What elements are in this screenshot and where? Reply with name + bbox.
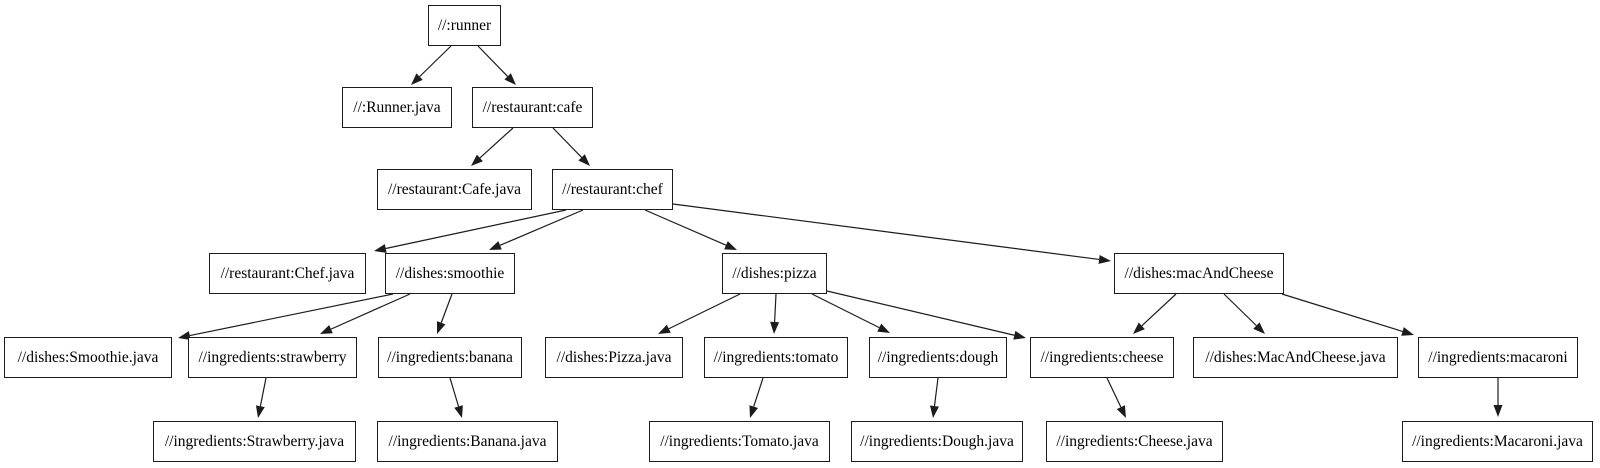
edge-chef-chef_java xyxy=(385,209,567,250)
edge-pizza-tomato xyxy=(773,293,777,323)
edge-smoothie-strawberry xyxy=(330,293,411,330)
node-cafe: //restaurant:cafe xyxy=(472,87,593,128)
edge-dough-dough_java xyxy=(933,377,939,407)
node-smoothie_java: //dishes:Smoothie.java xyxy=(4,337,172,378)
arrowhead-smoothie-smoothie_java xyxy=(178,331,191,341)
edge-strawberry-strawberry_java xyxy=(259,377,267,407)
node-dough: //ingredients:dough xyxy=(869,337,1007,378)
arrowhead-chef-chef_java xyxy=(374,244,387,253)
node-tomato_java: //ingredients:Tomato.java xyxy=(649,421,830,462)
arrowhead-pizza-pizza_java xyxy=(658,324,671,334)
arrowhead-chef-mac_and_cheese xyxy=(1098,254,1111,264)
node-runner: //:runner xyxy=(428,5,501,46)
node-banana_java: //ingredients:Banana.java xyxy=(377,421,558,462)
edge-runner-cafe xyxy=(477,45,509,77)
arrowhead-smoothie-banana xyxy=(437,321,446,334)
arrowhead-macaroni-macaroni_java xyxy=(1493,405,1503,417)
arrowhead-banana-banana_java xyxy=(454,405,463,418)
node-macaroni: //ingredients:macaroni xyxy=(1418,337,1578,378)
edge-smoothie-banana xyxy=(440,293,453,323)
arrowhead-mac_and_cheese-mac_and_cheese_java xyxy=(1253,322,1265,334)
node-banana: //ingredients:banana xyxy=(378,337,522,378)
edge-cafe-chef xyxy=(552,127,583,158)
node-tomato: //ingredients:tomato xyxy=(704,337,848,378)
arrowhead-smoothie-strawberry xyxy=(320,325,333,334)
node-chef: //restaurant:chef xyxy=(552,169,673,210)
arrowhead-runner-runner_java xyxy=(411,73,423,85)
edge-chef-smoothie xyxy=(499,209,584,246)
arrowhead-pizza-cheese xyxy=(1013,330,1026,340)
arrowhead-mac_and_cheese-macaroni xyxy=(1401,327,1414,336)
node-mac_and_cheese: //dishes:macAndCheese xyxy=(1114,253,1284,294)
edge-tomato-tomato_java xyxy=(753,377,764,407)
edge-smoothie-smoothie_java xyxy=(189,293,394,337)
edge-mac_and_cheese-mac_and_cheese_java xyxy=(1223,293,1257,327)
edge-mac_and_cheese-macaroni xyxy=(1281,293,1403,333)
arrowhead-cafe-chef xyxy=(578,154,590,166)
node-cheese: //ingredients:cheese xyxy=(1030,337,1174,378)
node-strawberry_java: //ingredients:Strawberry.java xyxy=(153,421,356,462)
edge-cheese-cheese_java xyxy=(1106,377,1122,408)
node-smoothie: //dishes:smoothie xyxy=(385,253,515,294)
node-dough_java: //ingredients:Dough.java xyxy=(851,421,1023,462)
arrowhead-mac_and_cheese-cheese xyxy=(1133,322,1145,334)
edge-pizza-pizza_java xyxy=(668,293,741,330)
arrowhead-runner-cafe xyxy=(504,73,516,85)
edge-mac_and_cheese-cheese xyxy=(1141,293,1177,327)
arrowhead-dough-dough_java xyxy=(930,405,939,418)
edge-banana-banana_java xyxy=(449,377,460,407)
arrowhead-chef-smoothie xyxy=(489,241,502,250)
edge-runner-runner_java xyxy=(419,45,452,78)
edge-chef-mac_and_cheese xyxy=(672,203,1100,261)
node-cheese_java: //ingredients:Cheese.java xyxy=(1046,421,1223,462)
arrowhead-cafe-cafe_java xyxy=(471,154,483,166)
node-mac_and_cheese_java: //dishes:MacAndCheese.java xyxy=(1193,337,1398,378)
arrowhead-strawberry-strawberry_java xyxy=(255,405,265,418)
arrowhead-pizza-dough xyxy=(877,323,890,333)
edge-pizza-cheese xyxy=(826,290,1015,336)
node-macaroni_java: //ingredients:Macaroni.java xyxy=(1402,421,1593,462)
arrowhead-chef-pizza xyxy=(724,241,737,250)
node-runner_java: //:Runner.java xyxy=(342,87,452,128)
arrowhead-cheese-cheese_java xyxy=(1116,405,1126,418)
node-pizza_java: //dishes:Pizza.java xyxy=(545,337,683,378)
node-strawberry: //ingredients:strawberry xyxy=(188,337,357,378)
arrowhead-tomato-tomato_java xyxy=(749,405,758,418)
node-cafe_java: //restaurant:Cafe.java xyxy=(377,169,532,210)
node-pizza: //dishes:pizza xyxy=(722,253,827,294)
arrowhead-pizza-tomato xyxy=(770,321,780,334)
edge-cafe-cafe_java xyxy=(479,127,514,159)
node-chef_java: //restaurant:Chef.java xyxy=(209,253,366,294)
edge-chef-pizza xyxy=(644,209,727,246)
edge-pizza-dough xyxy=(811,293,880,329)
